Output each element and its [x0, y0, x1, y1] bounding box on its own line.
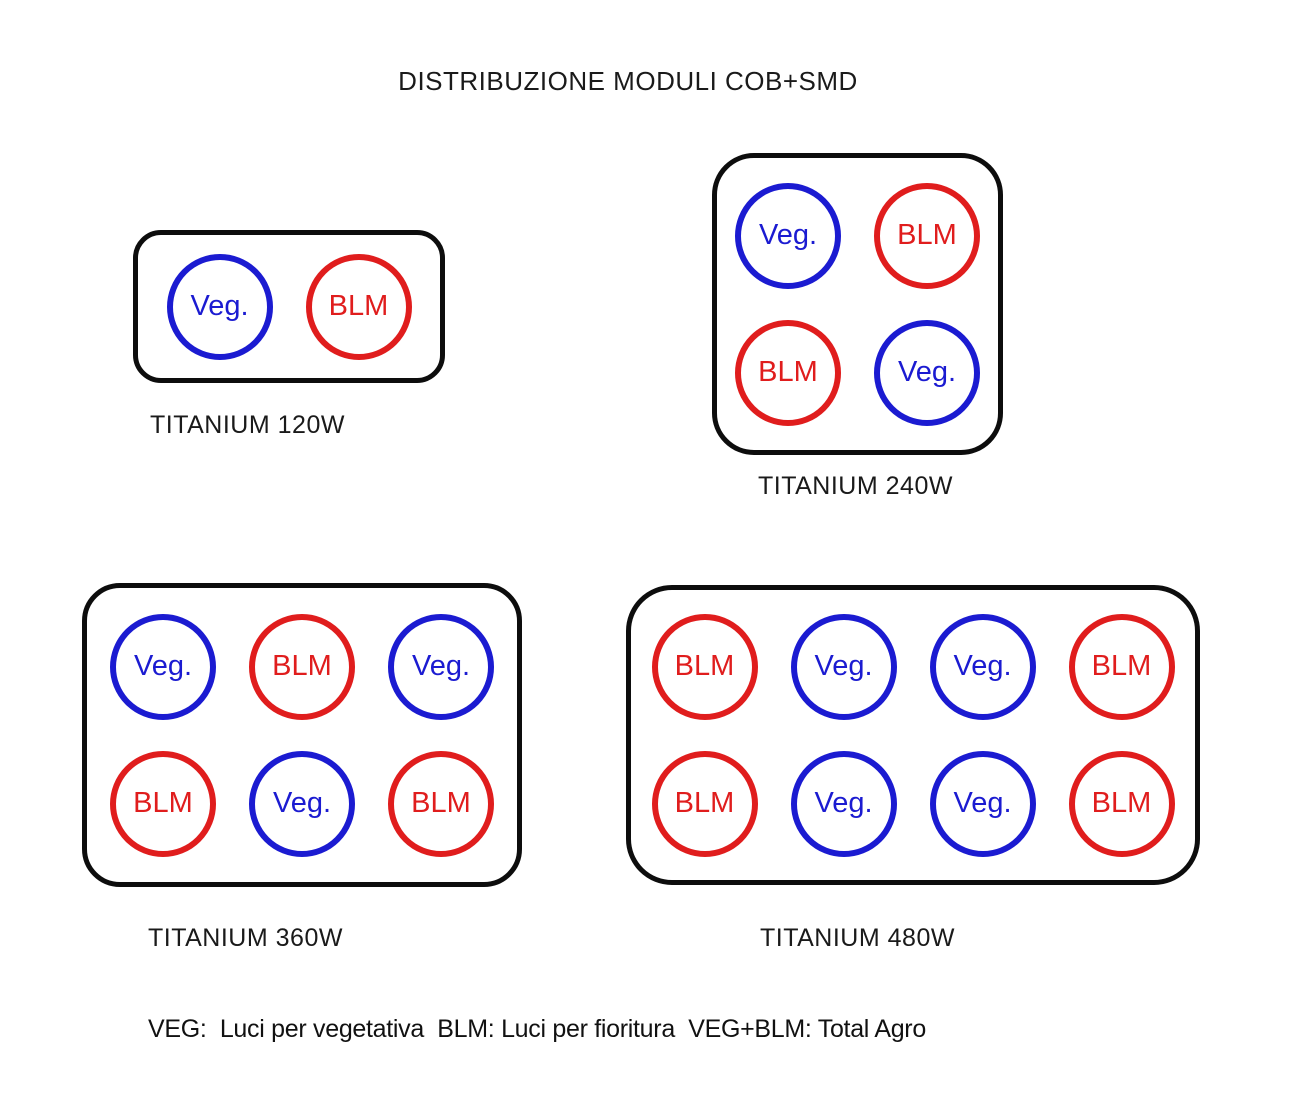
module-row: BLM Veg.	[735, 319, 980, 426]
module-panel-titanium-360w: Veg. BLM Veg. BLM Veg. BLM	[82, 583, 522, 887]
module-row: Veg. BLM	[735, 182, 980, 289]
module-label-titanium-240w: TITANIUM 240W	[758, 472, 953, 500]
module-circle-blm: BLM	[651, 750, 758, 857]
module-panel-titanium-480w: BLM Veg. Veg. BLM BLM Veg. Veg. BLM	[626, 585, 1200, 885]
module-circle-blm: BLM	[249, 613, 355, 720]
module-row: BLM Veg. Veg. BLM	[651, 750, 1175, 857]
module-circle-veg: Veg.	[249, 750, 355, 857]
module-circle-blm: BLM	[874, 182, 980, 289]
module-circle-veg: Veg.	[929, 613, 1036, 720]
module-label-titanium-360w: TITANIUM 360W	[148, 924, 343, 952]
module-panel-titanium-240w: Veg. BLM BLM Veg.	[712, 153, 1003, 455]
module-circle-veg: Veg.	[790, 750, 897, 857]
module-row: Veg. BLM Veg.	[110, 613, 494, 720]
module-circle-blm: BLM	[1068, 613, 1175, 720]
module-circle-blm: BLM	[388, 750, 494, 857]
module-circle-veg: Veg.	[735, 182, 841, 289]
module-panel-titanium-120w: Veg. BLM	[133, 230, 445, 383]
module-circle-veg: Veg.	[388, 613, 494, 720]
module-circle-veg: Veg.	[929, 750, 1036, 857]
module-circle-blm: BLM	[305, 253, 412, 360]
module-row: BLM Veg. Veg. BLM	[651, 613, 1175, 720]
module-circle-veg: Veg.	[110, 613, 216, 720]
module-label-titanium-120w: TITANIUM 120W	[150, 411, 345, 439]
module-circle-blm: BLM	[735, 319, 841, 426]
module-row: BLM Veg. BLM	[110, 750, 494, 857]
legend-text: VEG: Luci per vegetativa BLM: Luci per f…	[148, 1015, 926, 1043]
module-circle-veg: Veg.	[874, 319, 980, 426]
module-circle-blm: BLM	[651, 613, 758, 720]
page-title: DISTRIBUZIONE MODULI COB+SMD	[398, 66, 858, 96]
module-label-titanium-480w: TITANIUM 480W	[760, 924, 955, 952]
module-circle-veg: Veg.	[166, 253, 273, 360]
module-row: Veg. BLM	[166, 253, 412, 360]
module-circle-veg: Veg.	[790, 613, 897, 720]
module-circle-blm: BLM	[1068, 750, 1175, 857]
module-circle-blm: BLM	[110, 750, 216, 857]
